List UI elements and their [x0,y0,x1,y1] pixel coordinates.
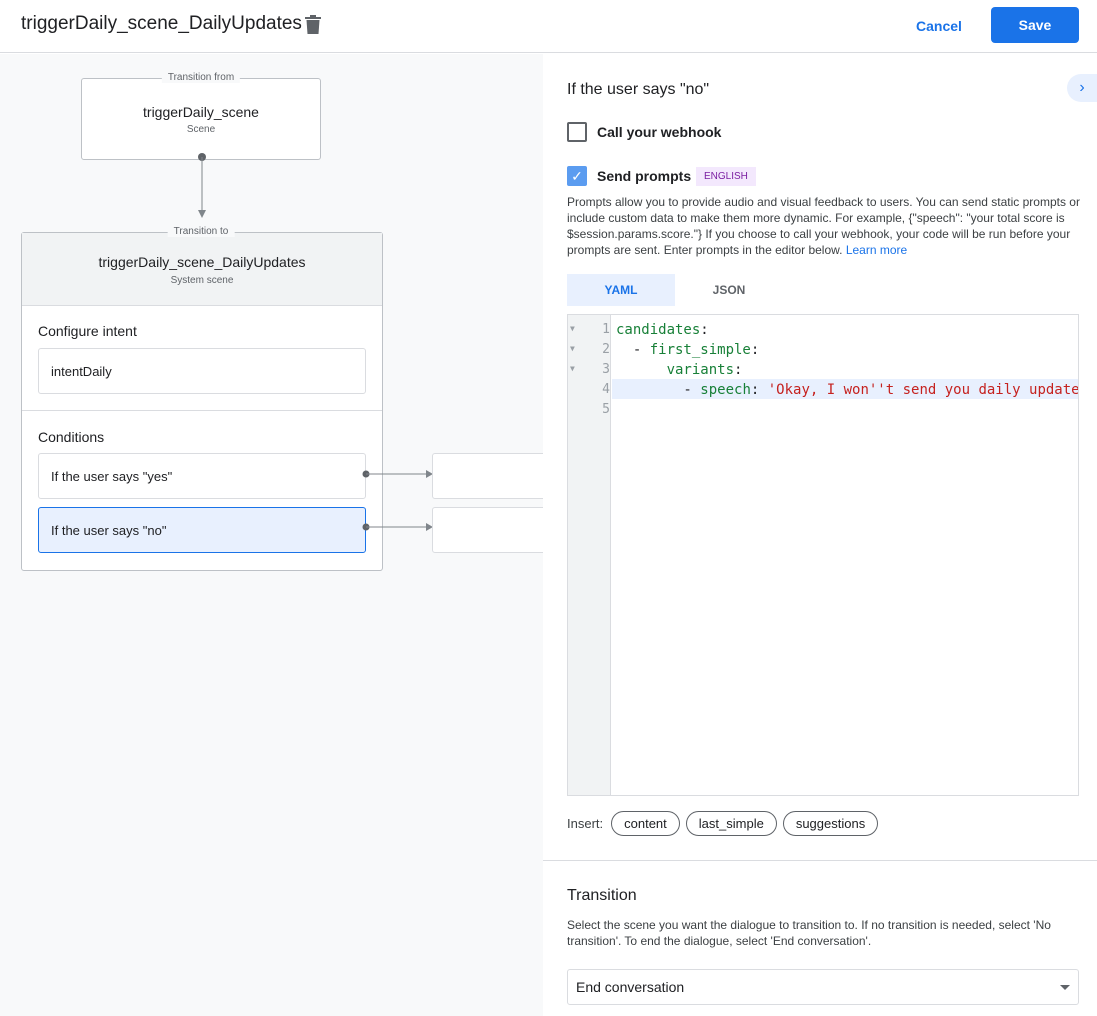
condition-yes[interactable]: If the user says "yes" [38,453,366,499]
to-scene-name: triggerDaily_scene_DailyUpdates [98,254,306,270]
tab-json[interactable]: JSON [712,283,746,297]
code-line-1: candidates: [616,322,709,338]
line-number: 2 [602,342,610,357]
code-line-2: - first_simple: [616,342,760,358]
transition-select-value: End conversation [576,979,685,995]
intent-field[interactable]: intentDaily [38,348,366,394]
transition-heading: Transition [567,887,637,904]
page-title: triggerDaily_scene_DailyUpdates [21,13,302,34]
flow-canvas: triggerDaily_scene Scene Transition from… [0,54,543,1016]
line-number: 5 [602,402,610,417]
cancel-button[interactable]: Cancel [905,9,973,43]
from-scene-name: triggerDaily_scene [143,104,259,120]
line-number: 4 [602,382,610,397]
yes-target-node[interactable] [432,453,543,499]
configure-intent-heading: Configure intent [38,323,137,339]
insert-last-simple-chip[interactable]: last_simple [685,811,777,836]
condition-connectors [362,470,433,531]
dropdown-arrow-icon [1060,985,1070,995]
line-number: 1 [602,322,610,337]
transition-description: Select the scene you want the dialogue t… [567,918,1051,948]
connector-arrow [198,153,206,218]
from-scene-type: Scene [186,124,216,135]
line-number: 3 [602,362,610,377]
code-line-3: variants: [666,362,743,378]
trash-icon[interactable] [305,15,321,34]
transition-from-node[interactable]: triggerDaily_scene Scene [81,78,321,160]
transition-select[interactable]: End conversation [567,969,1079,1005]
language-badge: ENGLISH [696,167,756,186]
condition-panel: › If the user says "no" Call your webhoo… [543,54,1097,1016]
tab-yaml[interactable]: YAML [567,274,675,306]
to-scene-type: System scene [170,275,234,286]
panel-heading: If the user says "no" [567,81,710,98]
prompts-label: Send prompts [597,168,692,184]
prompts-description: Prompts allow you to provide audio and v… [567,195,1080,257]
transition-to-node: triggerDaily_scene_DailyUpdates System s… [21,232,383,571]
no-target-node[interactable] [432,507,543,553]
condition-no[interactable]: If the user says "no" [38,507,366,553]
learn-more-link[interactable]: Learn more [845,243,908,257]
save-button[interactable]: Save [991,7,1079,43]
insert-suggestions-chip[interactable]: suggestions [782,811,879,836]
code-line-4: - speech: 'Okay, I won''t send you daily… [616,382,1079,398]
prompts-checkbox[interactable]: ✓ [567,166,587,186]
transition-from-label: Transition from [161,72,241,83]
insert-content-chip[interactable]: content [611,811,680,836]
chevron-right-icon[interactable]: › [1067,74,1097,102]
webhook-checkbox[interactable] [567,122,587,142]
webhook-label: Call your webhook [597,124,722,140]
conditions-heading: Conditions [38,429,105,445]
transition-to-label: Transition to [167,226,235,237]
header: triggerDaily_scene_DailyUpdates Cancel S… [0,0,1097,53]
insert-label: Insert: [567,816,604,831]
